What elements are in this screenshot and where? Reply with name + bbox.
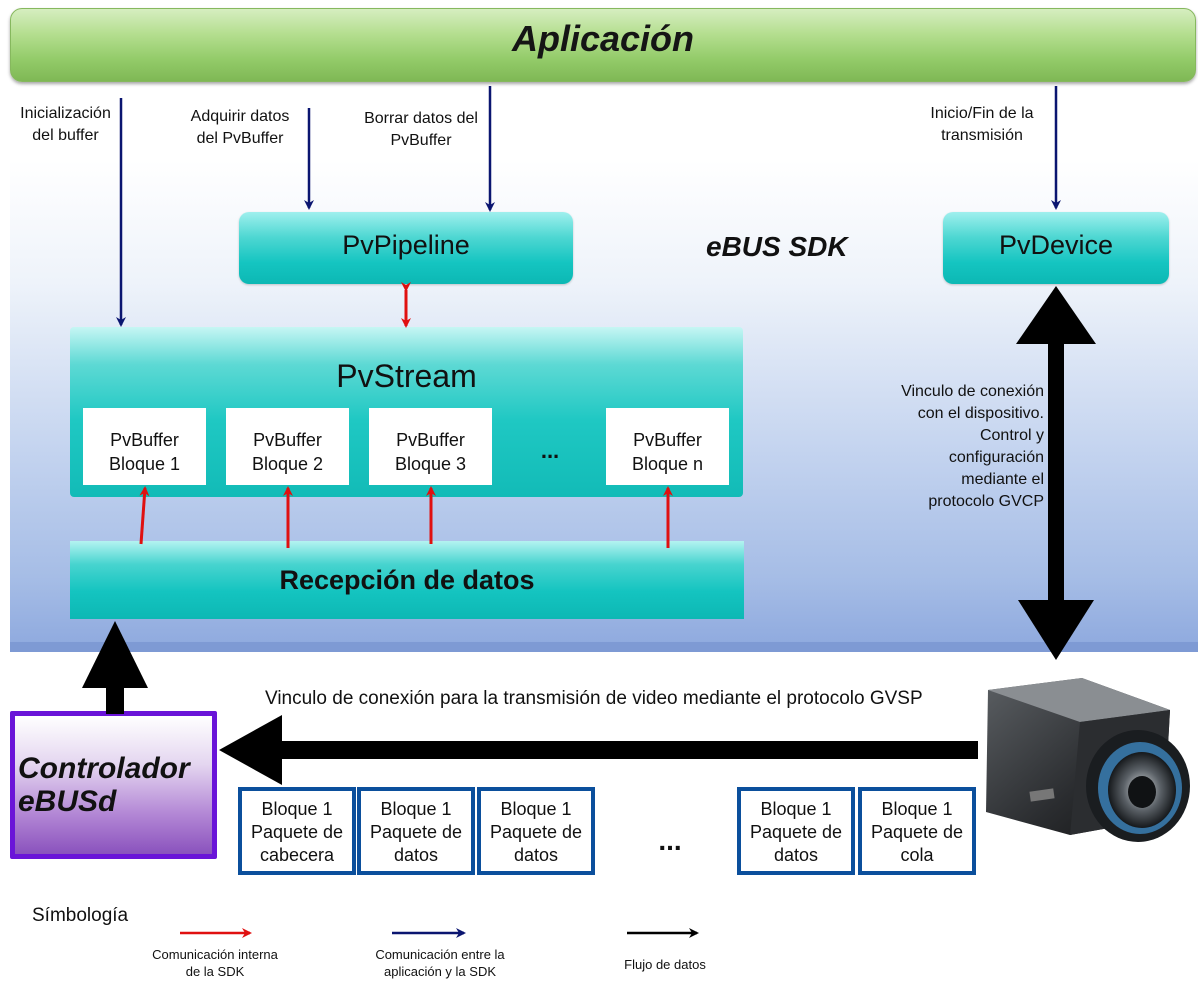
packet-data-2 [477, 787, 595, 875]
arrow-driver-to-reception [82, 621, 148, 714]
pvstream-label: PvStream [336, 358, 477, 394]
reception-label: Recepción de datos [279, 565, 535, 595]
camera-icon [986, 678, 1190, 842]
packet-ellipsis: ... [658, 825, 682, 856]
stream-link-note: Vinculo de conexión para la transmisión … [265, 688, 923, 709]
pvdevice-label: PvDevice [998, 230, 1114, 260]
acquire-note: Adquirir datos del PvBuffer [190, 108, 290, 147]
driver-box [10, 711, 217, 859]
arrow-device-link [1016, 286, 1096, 660]
pvpipeline-box [239, 212, 573, 284]
arrow-camera-to-driver [219, 715, 978, 785]
buffer-ellipsis: ... [540, 438, 560, 463]
buffer-init-note: Inicialización del buffer [20, 105, 111, 144]
application-bar [10, 8, 1196, 82]
device-link-note: Vinculo de conexión con el dispositivo. … [901, 383, 1044, 510]
packet-data-3 [737, 787, 855, 875]
application-title: Aplicación [511, 18, 695, 59]
pvpipeline-label: PvPipeline [342, 230, 470, 260]
buffer-block-2 [226, 408, 349, 485]
buffer-block-3 [369, 408, 492, 485]
delete-note: Borrar datos del PvBuffer [364, 110, 478, 149]
legend-dataflow-label: Flujo de datos [624, 957, 706, 972]
legend-internal-label: Comunicación interna de la SDK [152, 947, 278, 979]
pvdevice-box [943, 212, 1169, 284]
packet-header [238, 787, 356, 875]
sdk-label: eBUS SDK [706, 231, 848, 262]
packet-data-1 [357, 787, 475, 875]
reception-box [70, 541, 744, 619]
buffer-block-n [606, 408, 729, 485]
legend-title: Símbología [32, 905, 129, 926]
legend-app-sdk-label: Comunicación entre la aplicación y la SD… [375, 947, 505, 979]
start-stop-note: Inicio/Fin de la transmisión [930, 105, 1034, 144]
arrow-reception-buffer-1 [139, 486, 150, 545]
buffer-block-1 [83, 408, 206, 485]
packet-tail [858, 787, 976, 875]
driver-label: Controlador eBUSd [18, 752, 190, 818]
sdk-panel-base [10, 642, 1198, 652]
